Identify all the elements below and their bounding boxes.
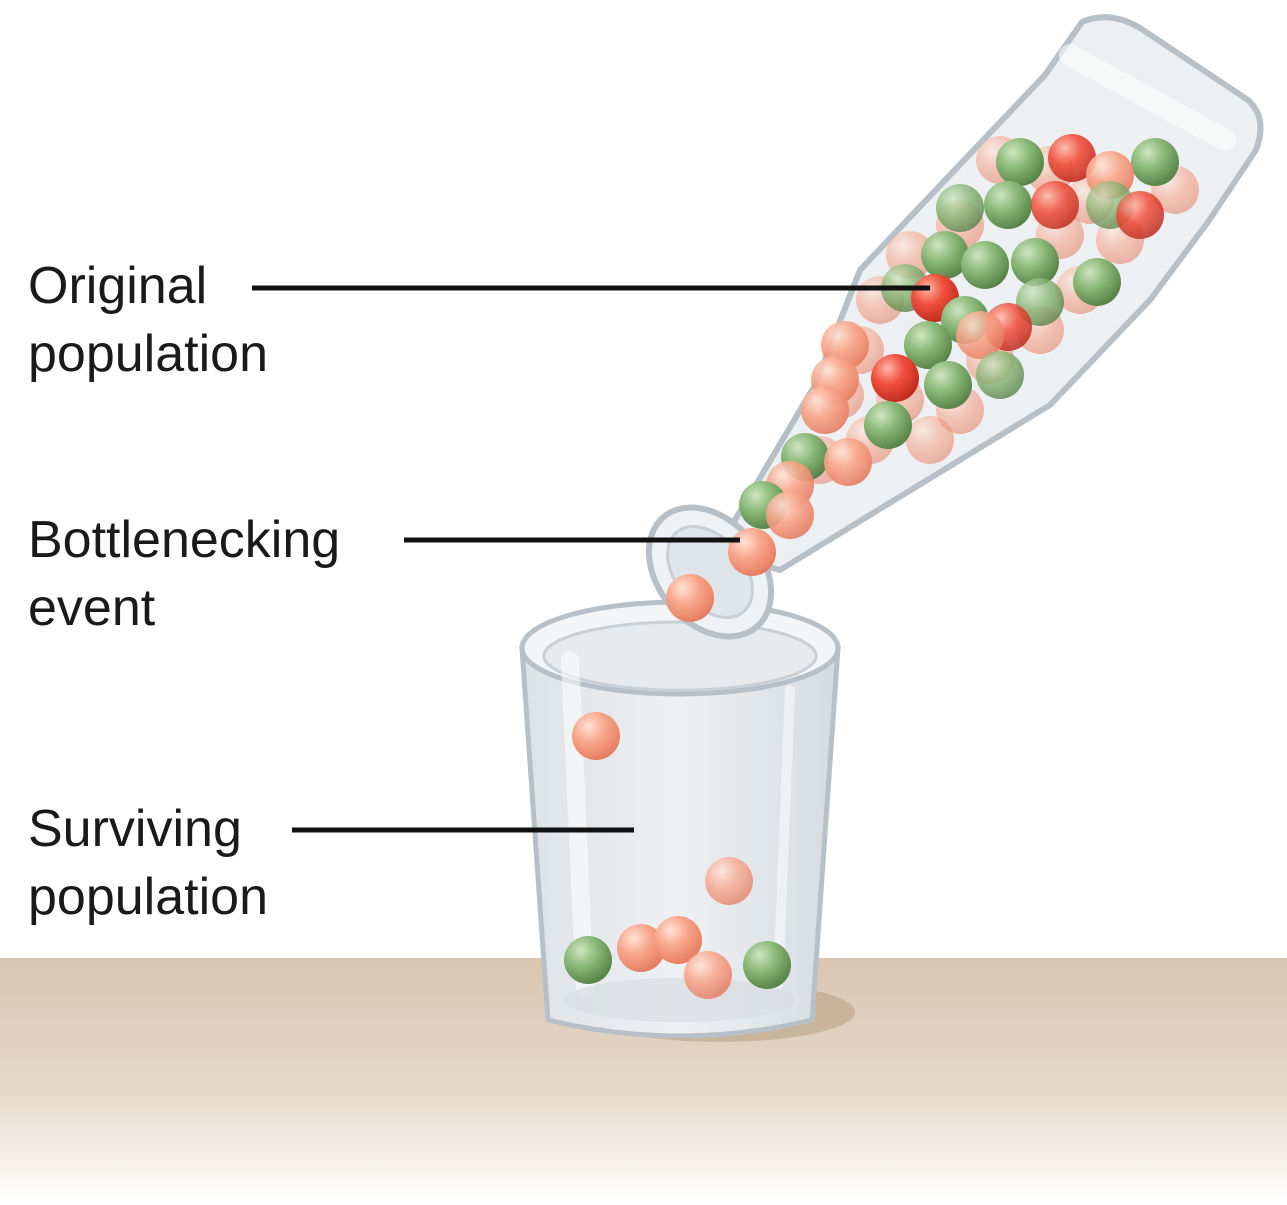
green-bead xyxy=(996,138,1044,186)
bottlenecking-event-label-line1: Bottlenecking xyxy=(28,511,341,569)
beads xyxy=(564,134,1199,999)
orange-bead xyxy=(654,916,702,964)
red-bead xyxy=(1031,181,1079,229)
green-bead xyxy=(936,184,984,232)
green-bead xyxy=(1131,138,1179,186)
surviving-population-label-line1: Surviving xyxy=(28,800,242,858)
original-population-label-line2: population xyxy=(28,325,268,383)
orange-bead xyxy=(617,924,665,972)
orange-bead xyxy=(824,438,872,486)
green-bead xyxy=(924,361,972,409)
green-bead xyxy=(1011,238,1059,286)
orange-bead xyxy=(572,712,620,760)
green-bead xyxy=(564,936,612,984)
surviving-population-label-line2: population xyxy=(28,868,268,926)
green-bead xyxy=(1073,258,1121,306)
original-population-label-line1: Original xyxy=(28,257,208,315)
green-bead xyxy=(961,241,1009,289)
orange-bead xyxy=(705,857,753,905)
orange-bead xyxy=(956,311,1004,359)
green-bead xyxy=(904,321,952,369)
orange-bead xyxy=(666,574,714,622)
surviving-population-label: Surviving population xyxy=(28,795,268,931)
green-bead xyxy=(921,231,969,279)
green-bead xyxy=(976,351,1024,399)
bottlenecking-event-label: Bottlenecking event xyxy=(28,506,340,642)
red-bead xyxy=(871,354,919,402)
orange-bead xyxy=(728,528,776,576)
green-bead xyxy=(743,941,791,989)
bottlenecking-event-label-line2: event xyxy=(28,579,156,637)
orange-bead xyxy=(906,416,954,464)
green-bead xyxy=(984,181,1032,229)
orange-bead xyxy=(766,491,814,539)
original-population-label: Original population xyxy=(28,252,268,388)
orange-bead xyxy=(801,386,849,434)
red-bead xyxy=(1048,134,1096,182)
green-bead xyxy=(864,401,912,449)
red-bead xyxy=(1116,191,1164,239)
orange-bead xyxy=(684,951,732,999)
